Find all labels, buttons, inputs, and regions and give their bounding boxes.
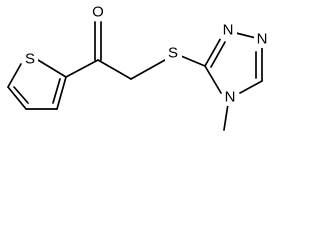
bond-carbonyl-c-ch2 [97, 59, 132, 80]
svg-text:S: S [168, 45, 178, 62]
bond-n2-n1 [235, 32, 257, 39]
atom-label-triazole-n4: N [222, 88, 239, 106]
bond-thiophene-c3-c2-double [56, 76, 67, 110]
bond-ch2-s [130, 59, 166, 80]
svg-text:O: O [92, 4, 104, 21]
svg-text:N: N [223, 22, 234, 39]
atom-label-thiophene-s: S [22, 50, 38, 68]
atom-label-triazole-n1: N [254, 30, 271, 48]
bond-c3-n2-inner [210, 41, 226, 68]
bond-c5-n4 [239, 80, 263, 94]
acyl-linker [65, 21, 206, 80]
svg-text:N: N [257, 31, 268, 48]
molecule-structure: S O S N N N [7, 3, 271, 131]
bond-c3-n2-double [204, 35, 223, 67]
atom-label-triazole-n2: N [220, 21, 237, 39]
svg-text:S: S [25, 51, 35, 68]
bond-thiophene-c5-c4-double [7, 86, 27, 110]
bond-thiophene-c5-c4-inner [13, 86, 29, 104]
thiophene-ring [7, 59, 67, 110]
triazole-ring [204, 32, 263, 131]
svg-text:N: N [225, 89, 236, 106]
bond-n4-c3 [204, 65, 222, 94]
atom-label-thioether-s: S [165, 44, 182, 63]
bond-thiophene-c3-c2-inner [52, 78, 61, 104]
atom-label-carbonyl-o: O [89, 3, 107, 21]
bond-s-triazole-c3 [180, 55, 206, 67]
bond-thiophene-s-c5 [7, 63, 22, 88]
bond-c2-carbonyl-c [65, 59, 99, 78]
bond-n4-methyl [223, 103, 229, 131]
bond-thiophene-c2-s [37, 59, 67, 78]
